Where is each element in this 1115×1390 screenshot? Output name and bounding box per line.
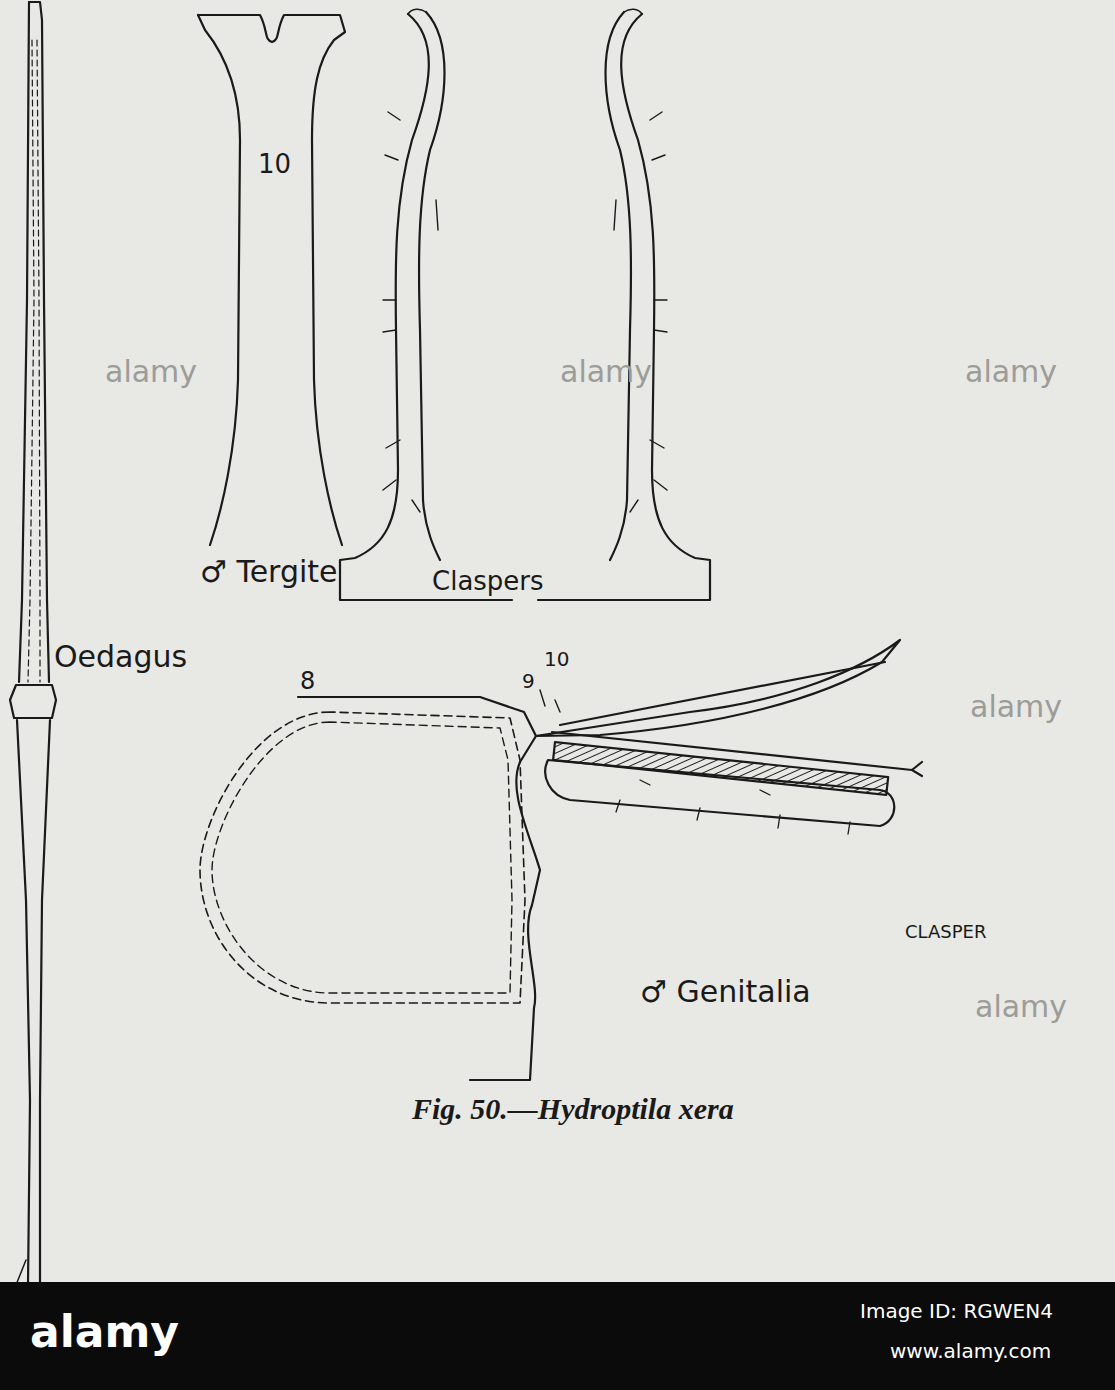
segment-number: 10: [544, 648, 569, 670]
watermark: alamy: [975, 990, 1067, 1023]
part-name: CLASPER: [905, 922, 986, 942]
part-name: ♂ Genitalia: [640, 975, 811, 1008]
figure-caption: Fig. 50.—Hydroptila xera: [412, 1092, 734, 1125]
watermark: alamy: [970, 690, 1062, 723]
part-name: ♂ Tergite: [200, 555, 338, 588]
segment-number: 10: [258, 150, 291, 179]
claspers-drawing: [340, 9, 710, 600]
part-name: Claspers: [432, 567, 544, 596]
watermark: alamy: [560, 355, 652, 388]
tergite-drawing: [198, 15, 345, 545]
oedagus-drawing: [10, 2, 56, 1285]
watermark-url: www.alamy.com: [890, 1340, 1051, 1362]
watermark: alamy: [105, 355, 197, 388]
watermark-logo: alamy: [30, 1308, 179, 1356]
watermark: alamy: [965, 355, 1057, 388]
part-name: Oedagus: [54, 640, 187, 673]
image-id: Image ID: RGWEN4: [860, 1300, 1053, 1322]
segment-number: 8: [300, 668, 315, 694]
genitalia-drawing: [200, 640, 922, 1080]
watermark-bar: [0, 1282, 1115, 1390]
segment-number: 9: [522, 670, 535, 692]
